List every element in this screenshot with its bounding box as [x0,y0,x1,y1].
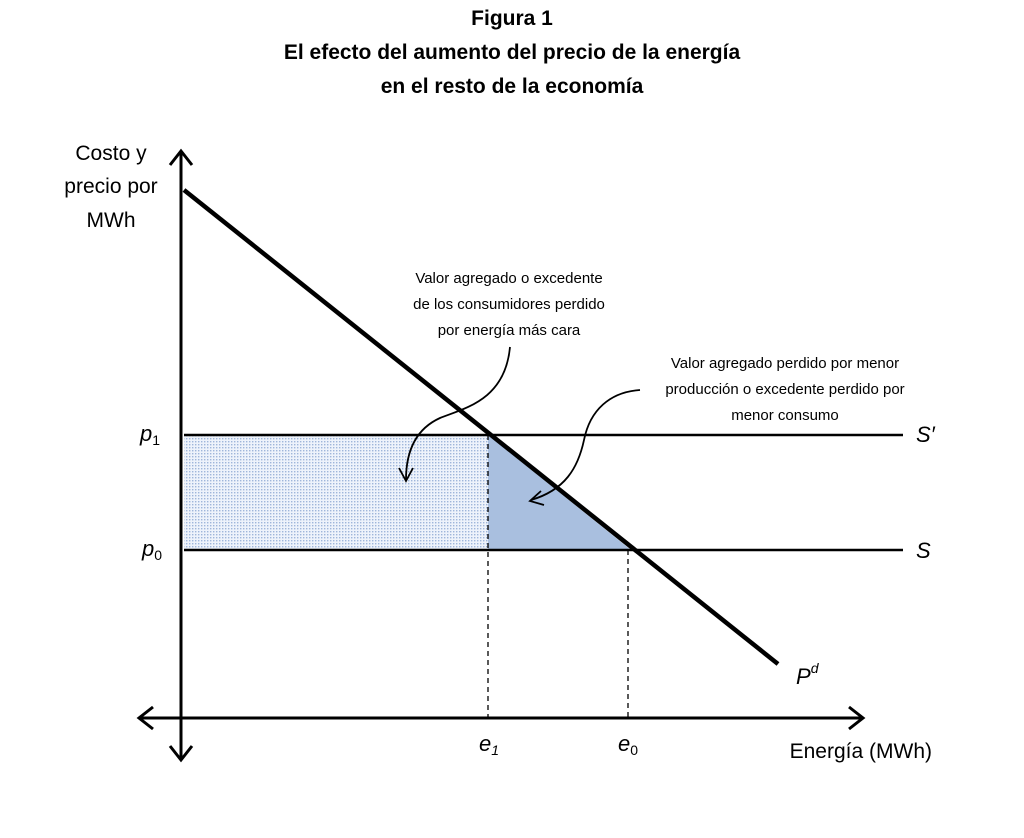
figure-number: Figura 1 [471,7,553,30]
p1-label: p1 [139,421,160,448]
deadweight-loss-note-line-2: producción o excedente perdido por [665,381,904,398]
y-axis [168,148,194,763]
demand-label: Pd [796,660,820,689]
x-axis [136,705,866,731]
figure-title-line-1: El efecto del aumento del precio de la e… [283,41,741,64]
y-axis-label: Costo y precio por MWh [64,142,157,232]
consumer-surplus-annotation: Valor agregado o excedente de los consum… [413,270,605,339]
supply-old-label: S [916,538,931,563]
e1-label: e1 [479,731,499,758]
supply-new-label: S′ [916,422,936,447]
deadweight-loss-note-line-3: menor consumo [731,407,839,424]
deadweight-loss-note-line-1: Valor agregado perdido por menor [671,355,899,372]
y-axis-label-line-2: precio por [64,175,157,198]
consumer-surplus-arrow [398,346,511,483]
figure-title-line-2: en el resto de la economía [380,75,644,98]
deadweight-loss-annotation: Valor agregado perdido por menor producc… [665,355,904,424]
y-axis-label-line-1: Costo y [75,142,147,165]
e0-label: e0 [618,731,638,758]
x-axis-label: Energía (MWh) [790,740,932,763]
consumer-surplus-lost-area [184,435,488,550]
demand-line [182,188,780,666]
y-axis-label-line-3: MWh [87,209,136,232]
consumer-surplus-note-line-1: Valor agregado o excedente [415,270,602,287]
p0-label: p0 [141,536,162,563]
consumer-surplus-note-line-3: por energía más cara [438,322,581,339]
consumer-surplus-note-line-2: de los consumidores perdido [413,296,605,313]
deadweight-loss-arrow [528,389,641,506]
